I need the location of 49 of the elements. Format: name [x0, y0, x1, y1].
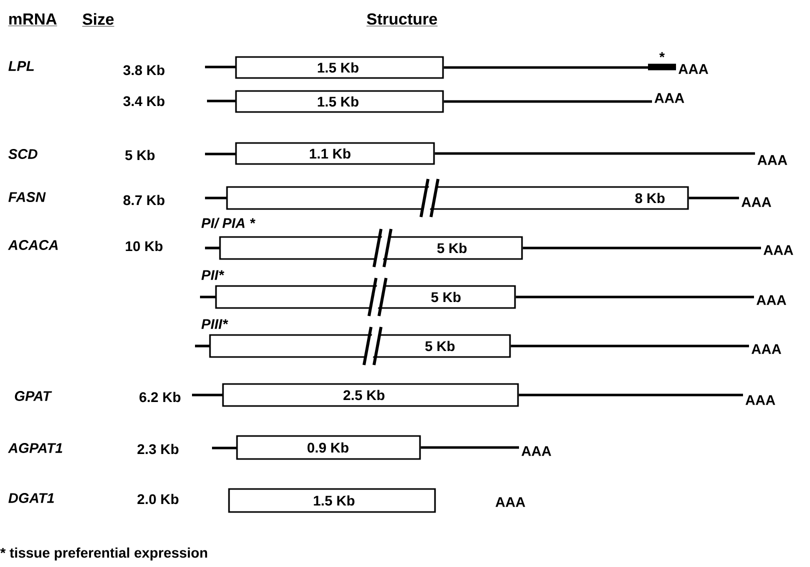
utr-line [522, 246, 762, 250]
gene-label: FASN [8, 192, 46, 202]
poly-a-label: AAA [756, 295, 786, 305]
coding-region-box: 1.5 Kb [235, 56, 444, 79]
column-header: Structure [366, 13, 438, 26]
gene-label: PII* [201, 270, 224, 280]
utr-line [444, 100, 652, 103]
poly-a-label: AAA [654, 93, 684, 103]
coding-region-box: 2.5 Kb [222, 383, 519, 407]
poly-a-label: AAA [746, 395, 776, 405]
utr-line [510, 344, 749, 348]
poly-a-label: AAA [522, 446, 552, 456]
gene-label: ACACA [8, 240, 58, 250]
coding-region-box: 1.5 Kb [228, 488, 436, 513]
utr-line [516, 296, 754, 298]
gene-label: SCD [8, 149, 38, 159]
gene-label: AGPAT1 [8, 443, 62, 453]
gene-label: DGAT1 [8, 493, 54, 503]
column-header: mRNA [8, 14, 58, 26]
text-label: 2.3 Kb [137, 444, 178, 454]
poly-a-label: AAA [678, 64, 708, 74]
text-label: 6.2 Kb [140, 392, 180, 402]
text-label: 2.0 Kb [137, 494, 178, 504]
text-label: 3.4 Kb [123, 96, 164, 106]
text-label: 8.7 Kb [123, 194, 164, 206]
utr-line [434, 152, 755, 155]
utr-line [420, 446, 519, 449]
gene-label: LPL [8, 61, 34, 71]
coding-region-box: 1.5 Kb [235, 90, 444, 113]
gene-label: PI/ PIA * [201, 218, 256, 228]
coding-region-box: 5 Kb [219, 228, 523, 268]
coding-region-box: 0.9 Kb [236, 435, 421, 460]
poly-a-label: AAA [752, 344, 782, 354]
coding-region-box: 1.1 Kb [235, 142, 435, 165]
text-label: * [659, 52, 665, 58]
text-label: 10 Kb [126, 240, 162, 252]
gene-label: GPAT [14, 391, 52, 401]
poly-a-label: AAA [758, 155, 788, 165]
text-label: * tissue preferential expression [0, 547, 208, 561]
column-header: Size [82, 13, 114, 26]
poly-a-label: AAA [764, 245, 794, 255]
poly-a-label: AAA [496, 497, 526, 507]
utr-line [688, 196, 740, 200]
utr-line [518, 394, 744, 396]
coding-region-box: 8 Kb [226, 178, 689, 218]
text-label: 5 Kb [125, 150, 155, 160]
text-label: 3.8 Kb [123, 64, 164, 76]
gene-label: PIII* [201, 319, 228, 329]
poly-a-label: AAA [742, 197, 772, 207]
